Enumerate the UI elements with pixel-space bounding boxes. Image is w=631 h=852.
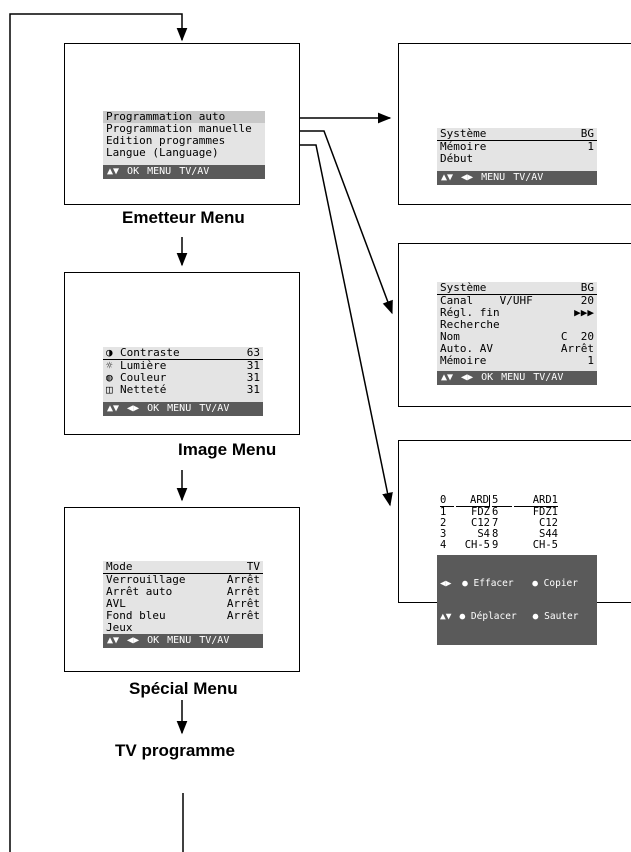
auto-prog-row-debut[interactable]: Début xyxy=(440,152,474,165)
programme-cell-num-b: 9 xyxy=(492,539,499,551)
emetteur-osd: Programmation auto Programmation manuell… xyxy=(103,111,265,179)
tv-programme-caption: TV programme xyxy=(115,741,235,760)
up-down-key-icon: ▲▼ xyxy=(440,611,452,622)
menu-item-programmation-manuelle[interactable]: Programmation manuelle xyxy=(106,122,252,135)
contrast-icon: ◑ xyxy=(106,346,113,359)
special-row-jeux[interactable]: Jeux xyxy=(106,621,133,634)
programme-cell-num-b: 7 xyxy=(492,517,499,529)
programme-cell-num-b: 5 xyxy=(492,495,512,507)
loop-arrow-top xyxy=(9,13,188,852)
programme-cell-num-a: 4 xyxy=(440,539,447,551)
manual-prog-row-recherche[interactable]: Recherche xyxy=(440,318,500,331)
emetteur-menu-caption: Emetteur Menu xyxy=(122,208,245,227)
left-right-key-icon: ◀▶ xyxy=(440,578,452,589)
emetteur-menu-screen: Programmation auto Programmation manuell… xyxy=(64,43,300,205)
programme-cell-name-b[interactable]: CH-5 xyxy=(532,539,558,551)
special-menu-caption: Spécial Menu xyxy=(129,679,238,698)
edit-prog-key-bar: ◀▶ ● Effacer ● Copier ▲▼ ● Déplacer ● Sa… xyxy=(437,555,597,645)
menu-item-edition-programmes[interactable]: Edition programmes xyxy=(106,134,226,147)
manual-prog-row-regl-fin[interactable]: Régl. fin▶▶▶ xyxy=(440,306,594,319)
programme-cell-num-a: 3 xyxy=(440,528,447,540)
programme-cell-name-a[interactable]: C12 xyxy=(471,517,490,529)
programme-cell-name-b[interactable]: S44 xyxy=(539,528,558,540)
copier-hint: ● Copier xyxy=(532,578,578,589)
programme-cell-name-a[interactable]: FDZ xyxy=(471,506,490,518)
programme-cell-name-a[interactable]: CH-5 xyxy=(464,539,490,551)
programme-cell-num-a: 2 xyxy=(440,517,447,529)
programme-cell-num-b: 6 xyxy=(492,506,499,518)
image-menu-caption: Image Menu xyxy=(178,440,277,459)
menu-item-programmation-auto[interactable]: Programmation auto xyxy=(103,111,265,123)
programme-cell-name-b[interactable]: FDZ1 xyxy=(532,506,558,518)
programme-cell-num-a: 0 xyxy=(440,495,454,507)
edit-bar-row-2: ▲▼ ● Déplacer ● Sauter xyxy=(440,611,594,622)
sauter-hint: ● Sauter xyxy=(532,611,579,622)
programme-cell-num-a: 1 xyxy=(440,506,447,518)
programme-cell-name-b[interactable]: C12 xyxy=(539,517,558,529)
menu-item-langue[interactable]: Langue (Language) xyxy=(106,146,219,159)
sharpness-icon: ◫ xyxy=(106,383,113,396)
programme-cell-name-a[interactable]: S4 xyxy=(477,528,490,540)
color-icon: ◍ xyxy=(106,371,113,384)
brightness-icon: ☼ xyxy=(106,359,113,372)
deplacer-hint: ● Déplacer xyxy=(459,611,517,622)
programme-cell-name-b[interactable]: ARD1 xyxy=(514,495,558,507)
edit-bar-row-1: ◀▶ ● Effacer ● Copier xyxy=(440,578,594,589)
programme-cell-name-a[interactable]: ARD xyxy=(456,495,490,507)
effacer-hint: ● Effacer xyxy=(462,578,514,589)
programme-cell-num-b: 8 xyxy=(492,528,499,540)
